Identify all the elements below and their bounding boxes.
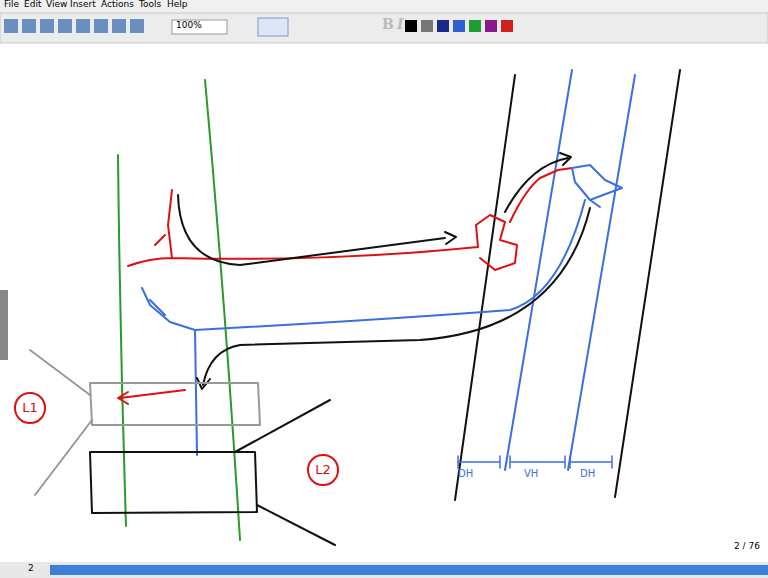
page-indicator: 2 / 76 [734,542,760,552]
circled-label: L1 [14,392,46,424]
label-text: L2 [315,463,331,476]
page-indicator: 2 [28,564,34,574]
menu-item: Tools [139,0,161,10]
toolbar-text: B [382,17,394,32]
toolbar-text: I [397,17,404,32]
menu-item: View [46,0,67,10]
menu-item: Insert [70,0,96,10]
circled-label: L2 [307,454,339,486]
region-label: DH [580,468,595,479]
menu-item: Edit [24,0,41,10]
menu-item: File [4,0,19,10]
region-label: VH [524,468,538,479]
region-label: DH [458,468,473,479]
menu-item: Actions [101,0,134,10]
menu-item: Help [167,0,188,10]
toolbar-text: 100% [176,21,202,31]
label-text: L1 [22,401,38,414]
